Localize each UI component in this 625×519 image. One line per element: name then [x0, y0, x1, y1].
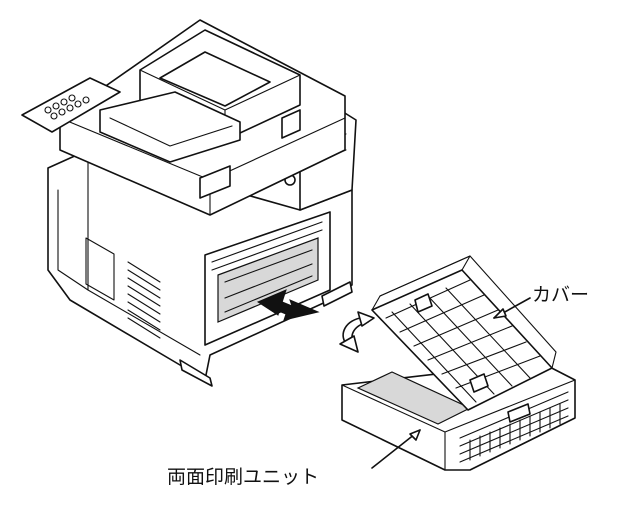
- duplex-unit-label: 両面印刷ユニット: [167, 466, 320, 488]
- latch: [507, 403, 531, 423]
- front-panel-vents: [469, 403, 561, 461]
- vent-grill: [127, 261, 161, 339]
- keypad: [44, 94, 90, 120]
- printer-body: [47, 149, 353, 381]
- printer: [21, 19, 357, 387]
- cover-label: カバー: [532, 284, 590, 306]
- insert-arrow-icon: [256, 289, 320, 321]
- rotate-arrow-icon: [339, 311, 375, 353]
- duplex-unit: [341, 255, 576, 471]
- duplex-slot: [217, 237, 319, 323]
